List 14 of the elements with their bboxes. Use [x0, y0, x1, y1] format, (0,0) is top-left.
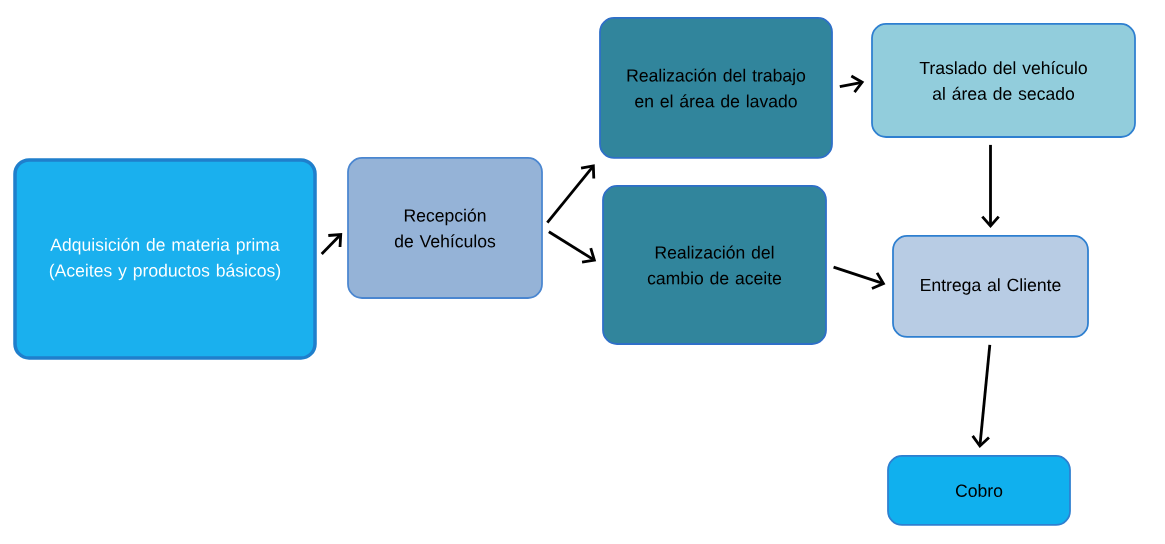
process-box: Adquisición de materia prima (Aceites y productos básicos) [13, 158, 317, 360]
process-box: Recepción de Vehículos [347, 157, 543, 299]
process-box: Traslado del vehículo al área de secado [871, 23, 1136, 138]
process-box: Realización del cambio de aceite [602, 185, 827, 345]
arrow [839, 74, 865, 93]
process-box: Realización del trabajo en el área de lavado [599, 17, 833, 159]
arrow [971, 344, 992, 449]
arrow [548, 230, 597, 264]
arrow [546, 164, 596, 224]
process-box: Entrega al Cliente [892, 235, 1089, 338]
arrow [981, 144, 1000, 229]
arrow [833, 265, 886, 290]
process-box: Cobro [887, 455, 1071, 526]
arrow [320, 233, 343, 255]
